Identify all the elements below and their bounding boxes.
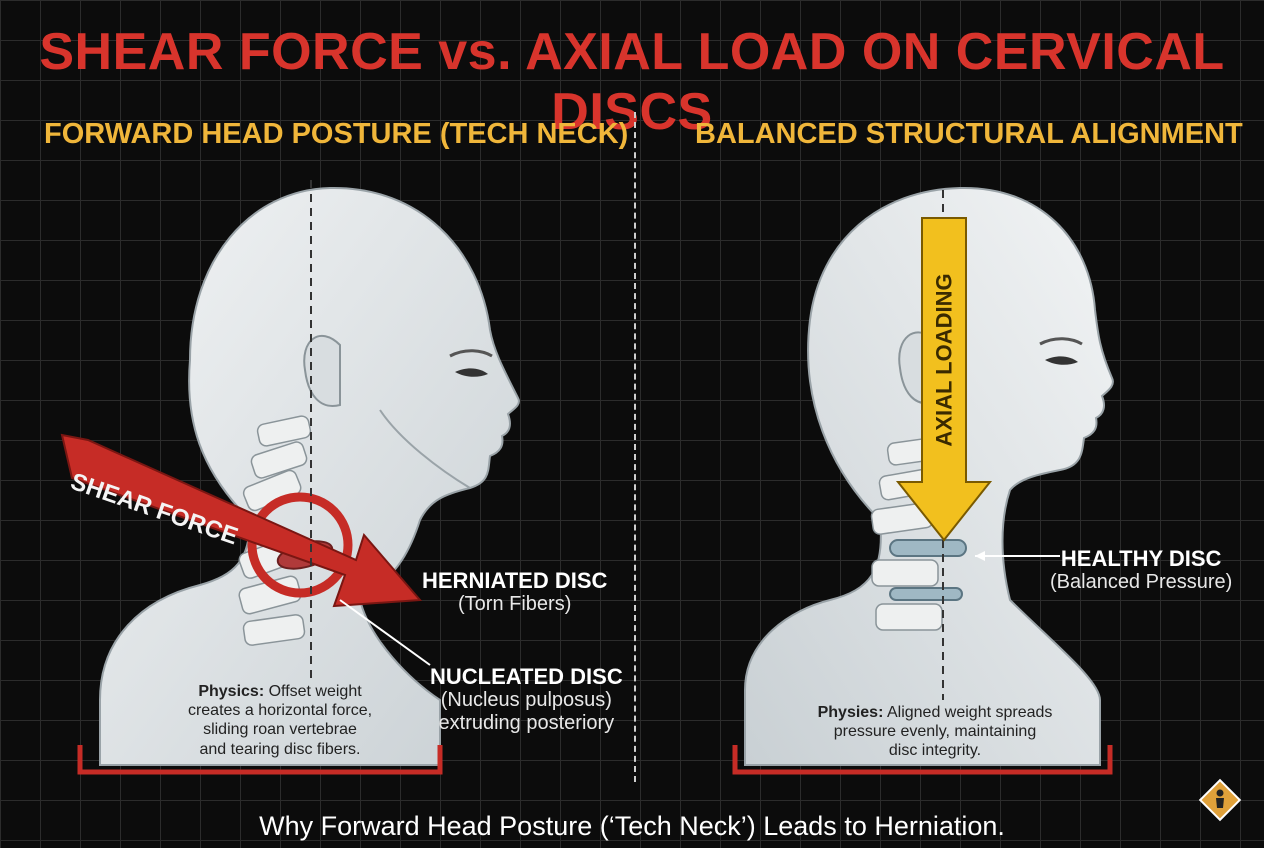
- page-title: SHEAR FORCE vs. AXIAL LOAD ON CERVICAL D…: [39, 23, 1225, 141]
- panel-divider: [634, 112, 636, 782]
- healthy-disc-label: HEALTHY DISC: [1060, 546, 1222, 571]
- left-eye-shape: [455, 368, 488, 377]
- left-physics-line-3: sliding roan vertebrae: [203, 721, 357, 739]
- right-physics-lead: Physies:: [817, 704, 884, 721]
- nucleated-disc-callout: NUCLEATED DISC (Nucleus pulposus) extrud…: [430, 664, 623, 735]
- right-panel-heading: BALANCED STRUCTURAL ALIGNMENT: [695, 118, 1243, 150]
- nucleated-disc-label: NUCLEATED DISC: [430, 664, 623, 689]
- shear-force-arrow: [60, 433, 423, 608]
- left-panel-heading: FORWARD HEAD POSTURE (TECH NECK): [44, 118, 629, 150]
- nucleated-disc-sublabel-2: extruding posteriory: [438, 712, 615, 735]
- axial-loading-arrow: [895, 217, 993, 542]
- rotation-indicator-icon: [247, 492, 353, 598]
- left-physics-note: Physics: Offset weight creates a horizon…: [150, 682, 410, 759]
- left-figure: [60, 180, 520, 775]
- right-physics-line-2: pressure evenly, maintaining: [833, 723, 1037, 741]
- nucleated-disc-sublabel-1: (Nucleus pulposus): [440, 689, 612, 712]
- healthy-disc-sublabel: (Balanced Pressure): [1050, 571, 1233, 594]
- right-physics-line-1: Aligned weight spreads: [883, 704, 1053, 721]
- right-physics-note: Physies: Aligned weight spreads pressure…: [790, 703, 1080, 761]
- left-physics-line-4: and tearing disc fibers.: [199, 740, 361, 758]
- healthy-disc-shape: [889, 539, 967, 557]
- herniated-disc-sublabel: (Torn Fibers): [458, 593, 572, 616]
- right-physics-line-3: disc integrity.: [888, 742, 982, 760]
- right-eye-shape: [1045, 356, 1078, 365]
- herniated-disc-label: HERNIATED DISC: [422, 568, 608, 593]
- left-ear-shape: [303, 334, 341, 407]
- healthy-disc-callout: HEALTHY DISC (Balanced Pressure): [1050, 546, 1232, 594]
- warning-person-icon: [1198, 778, 1242, 822]
- left-physics-lead: Physics:: [198, 683, 265, 700]
- left-physics-line-2: creates a horizontal force,: [187, 702, 373, 720]
- footer-caption: Why Forward Head Posture (‘Tech Neck’) L…: [259, 811, 1005, 841]
- right-figure: [732, 186, 1114, 775]
- left-physics-line-1: Offset weight: [264, 683, 362, 700]
- herniated-disc-callout: HERNIATED DISC (Torn Fibers): [422, 568, 607, 616]
- axial-loading-label: AXIAL LOADING: [931, 273, 957, 447]
